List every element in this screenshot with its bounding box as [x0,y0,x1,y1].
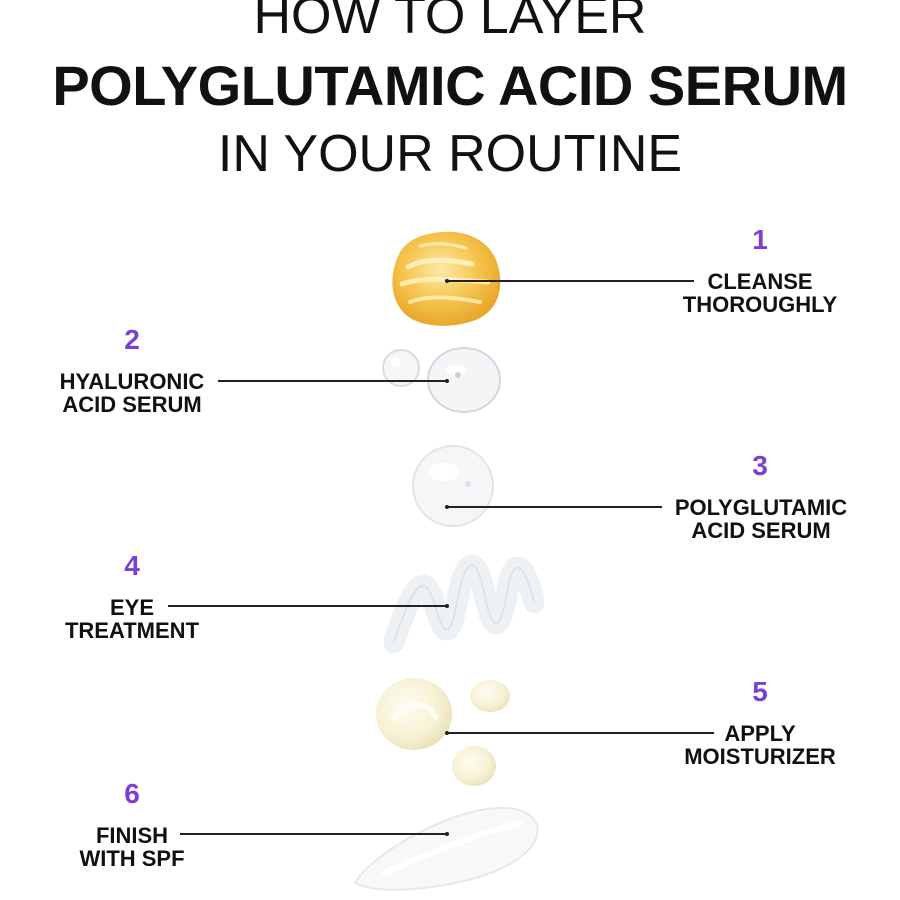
step-2-label-line1: HYALURONIC [59,369,205,394]
step-2-number: 2 [124,324,140,355]
step-4-label: EYE TREATMENT [52,596,212,642]
step-4-dot [445,604,449,608]
step-5-label-line1: APPLY [724,721,796,746]
step-3-label: POLYGLUTAMIC ACID SERUM [668,496,854,542]
step-6-number: 6 [124,778,140,809]
step-4-connector [168,605,447,607]
step-1-label-line2: THOROUGHLY [682,292,838,317]
step-2-label-line2: ACID SERUM [62,392,202,417]
step-2-dot [445,379,449,383]
step-3-connector [447,506,662,508]
step-5-label-line2: MOISTURIZER [684,744,836,769]
step-2-label: HYALURONIC ACID SERUM [52,370,212,416]
step-6-label: FINISH WITH SPF [52,824,212,870]
title-line-1: HOW TO LAYER [253,0,647,45]
title-line-2: POLYGLUTAMIC ACID SERUM [52,54,848,117]
cleanser-swatch [380,222,510,332]
hyaluronic-serum-swatch [378,340,508,420]
step-3-label-line2: ACID SERUM [691,518,831,543]
step-3-number: 3 [752,450,768,481]
step-2-connector [218,380,447,382]
eye-gel-swatch [384,542,544,662]
step-5-number: 5 [752,676,768,707]
step-6-label-line1: FINISH [95,823,169,848]
step-4-label-line2: TREATMENT [64,618,200,643]
step-4-label-line1: EYE [109,595,155,620]
step-6-label-line2: WITH SPF [79,846,185,871]
title-line-3: IN YOUR ROUTINE [217,125,683,183]
step-1-number: 1 [752,224,768,255]
step-6-dot [445,832,449,836]
step-1-label: CLEANSE THOROUGHLY [680,270,840,316]
step-1-label-line1: CLEANSE [707,269,813,294]
step-6-connector [180,833,447,835]
step-5-connector [447,732,714,734]
moisturizer-swatch [374,670,524,790]
step-4-number: 4 [124,550,140,581]
step-3-label-line1: POLYGLUTAMIC [674,495,848,520]
step-1-connector [447,280,694,282]
polyglutamic-serum-swatch [408,442,498,532]
step-5-label: APPLY MOISTURIZER [680,722,840,768]
spf-swatch [345,795,545,895]
